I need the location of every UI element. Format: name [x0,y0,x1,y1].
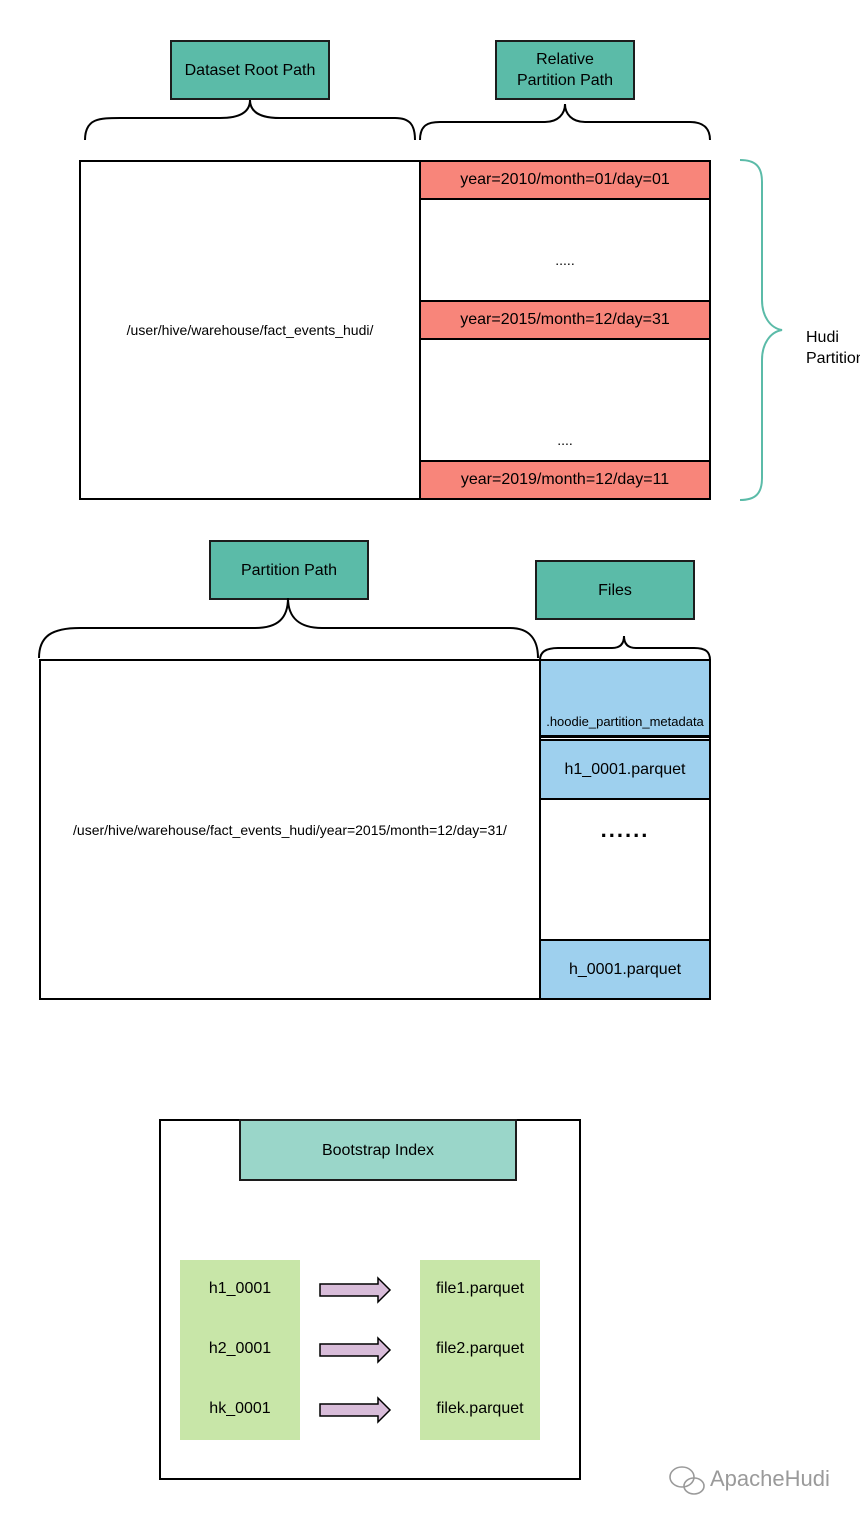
index-keys-column [180,1260,300,1440]
partition-row: year=2015/month=12/day=31 [419,300,711,340]
relative-brace [419,103,711,141]
mapping-arrow [319,1336,392,1364]
root-path-text: /user/hive/warehouse/fact_events_hudi/ [126,322,374,338]
partition-path-brace [38,597,539,659]
files-label: Files [535,560,695,620]
relative-partition-path-label: Relative Partition Path [495,40,635,100]
files-brace [539,635,711,661]
partition-path-label: Partition Path [209,540,369,600]
partition-path-text-content: /user/hive/warehouse/fact_events_hudi/ye… [73,821,507,838]
mapping-arrow [319,1276,392,1304]
partition-files-divider [539,659,541,1000]
index-value: file1.parquet [435,1280,525,1297]
partition-row: year=2010/month=01/day=01 [419,160,711,200]
dataset-root-path-label: Dataset Root Path [170,40,330,100]
partition-ellipsis: .... [557,432,573,448]
relative-partition-path-text: Relative Partition Path [516,51,614,89]
partition-path-text: Partition Path [240,561,338,579]
index-key: h1_0001 [208,1280,272,1297]
files-text: Files [598,581,632,599]
bootstrap-index-title: Bootstrap Index [239,1119,517,1181]
hudi-partitions-label: Hudi Partitions [806,329,860,367]
partition-row: year=2019/month=12/day=11 [419,460,711,500]
file-row-metadata: .hoodie_partition_metadata [539,659,711,737]
file-ellipsis: ...... [600,817,650,842]
wechat-icon [669,1466,705,1495]
file-row: h_0001.parquet [539,939,711,1000]
dataset-root-path-text: Dataset Root Path [184,61,316,79]
partition-ellipsis: ..... [555,252,575,268]
file-row: h1_0001.parquet [539,739,711,800]
hudi-partitions-brace [739,159,783,501]
watermark-text: ApacheHudi [710,1466,830,1491]
index-key: hk_0001 [209,1400,271,1417]
index-values-column [420,1260,540,1440]
mapping-arrow [319,1396,392,1424]
root-brace [84,99,416,141]
index-value: filek.parquet [436,1400,524,1417]
index-key: h2_0001 [208,1340,272,1357]
index-value: file2.parquet [435,1340,525,1357]
